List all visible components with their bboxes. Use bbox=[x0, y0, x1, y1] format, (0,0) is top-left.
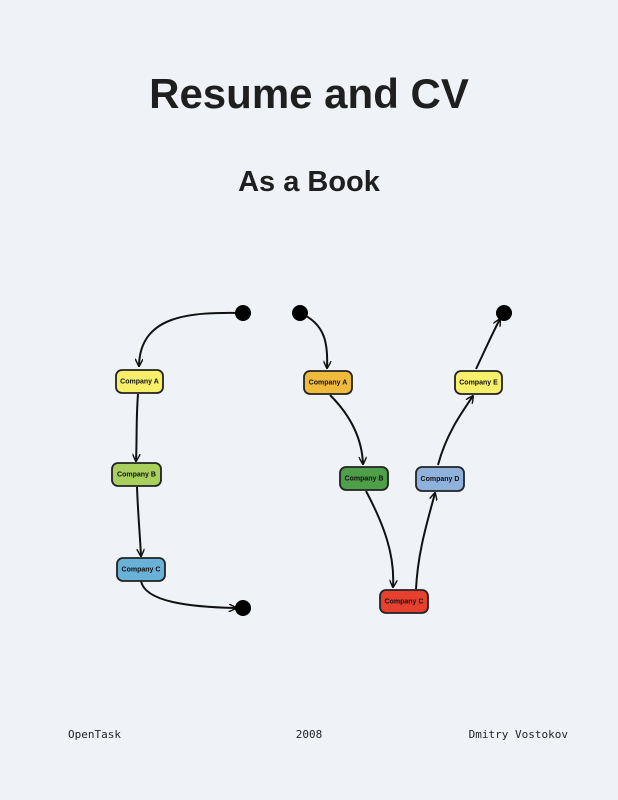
node-v-company-d-label: Company D bbox=[421, 476, 460, 483]
node-c-company-a: Company A bbox=[115, 369, 164, 394]
node-v-company-c: Company C bbox=[379, 589, 429, 614]
node-c-company-b-box bbox=[111, 462, 162, 487]
node-v-company-e-label: Company E bbox=[459, 379, 498, 386]
node-v-company-a-box bbox=[303, 370, 353, 395]
edge-v-b-to-c bbox=[365, 490, 393, 587]
edge-v-a-to-b bbox=[329, 394, 363, 464]
edge-c-b-to-c bbox=[136, 486, 141, 556]
node-c-company-c: Company C bbox=[116, 557, 166, 582]
node-v-company-e-box bbox=[454, 370, 503, 395]
book-subtitle: As a Book bbox=[238, 166, 380, 198]
c-end-node bbox=[235, 600, 251, 616]
v-end-node bbox=[496, 305, 512, 321]
edge-c-a-to-b bbox=[136, 393, 138, 461]
author-name: Dmitry Vostokov bbox=[468, 728, 568, 741]
c-start-node bbox=[235, 305, 251, 321]
node-v-company-a-label: Company A bbox=[309, 379, 348, 386]
v-start-node bbox=[292, 305, 308, 321]
node-v-company-c-box bbox=[379, 589, 429, 614]
node-c-company-c-label: Company C bbox=[122, 566, 161, 573]
node-c-company-b: Company B bbox=[111, 462, 162, 487]
edge-v-c-to-d bbox=[415, 493, 435, 590]
node-v-company-a: Company A bbox=[303, 370, 353, 395]
edge-v-start-to-a bbox=[299, 312, 327, 368]
publisher-name: OpenTask bbox=[68, 728, 121, 741]
node-v-company-d: Company D bbox=[415, 466, 465, 492]
book-title: Resume and CV bbox=[149, 70, 469, 117]
node-v-company-b-box bbox=[339, 466, 389, 491]
node-v-company-c-label: Company C bbox=[385, 598, 424, 605]
edge-c-c-to-end bbox=[140, 580, 236, 608]
edge-v-d-to-e bbox=[437, 396, 473, 466]
node-c-company-a-box bbox=[115, 369, 164, 394]
node-c-company-a-label: Company A bbox=[120, 378, 159, 385]
node-v-company-b: Company B bbox=[339, 466, 389, 491]
publication-year: 2008 bbox=[295, 728, 323, 741]
node-v-company-d-box bbox=[415, 466, 465, 492]
node-v-company-b-label: Company B bbox=[345, 475, 384, 482]
node-c-company-b-label: Company B bbox=[117, 471, 156, 478]
node-v-company-e: Company E bbox=[454, 370, 503, 395]
edge-c-start-to-a bbox=[139, 311, 243, 366]
node-c-company-c-box bbox=[116, 557, 166, 582]
edge-v-e-to-end bbox=[475, 319, 500, 370]
